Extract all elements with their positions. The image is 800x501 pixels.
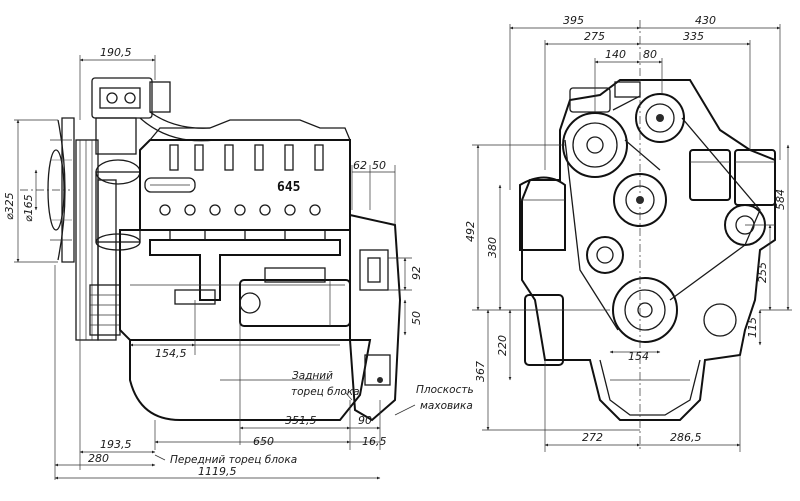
dim-255: 255: [756, 262, 769, 283]
dim-115: 115: [746, 317, 759, 338]
dim-dia-325: ⌀325: [3, 192, 16, 220]
oil-filter: [519, 176, 566, 366]
engine-block: 645: [119, 119, 402, 422]
label-rear-face-2: торец блока: [291, 386, 360, 398]
label-flywheel-1: Плоскость: [416, 384, 474, 396]
dim-90: 90: [358, 414, 372, 427]
dim-1119-5: 1119,5: [198, 465, 237, 478]
dim-220: 220: [496, 335, 509, 356]
dim-395: 395: [563, 14, 584, 27]
front-dims: 395 430 275 335 140 80 492 380: [464, 14, 792, 452]
fuel-filters: [689, 149, 776, 206]
dim-272: 272: [582, 431, 603, 444]
dim-367: 367: [474, 361, 487, 382]
dim-50-right: 50: [410, 311, 423, 325]
dim-dia-165: ⌀165: [22, 194, 35, 222]
dim-16-5: 16,5: [362, 435, 387, 448]
dim-154-5: 154,5: [155, 347, 187, 360]
engine-code: 645: [277, 180, 300, 195]
label-front-face: Передний торец блока: [170, 454, 297, 466]
dim-50-top: 50: [372, 159, 386, 172]
dim-80: 80: [643, 48, 657, 61]
dim-492: 492: [464, 221, 477, 242]
dim-275: 275: [584, 30, 605, 43]
dim-193-5: 193,5: [100, 438, 132, 451]
dim-286-5: 286,5: [670, 431, 702, 444]
top-front-units: [91, 77, 216, 251]
fan: [47, 117, 75, 263]
front-view: 395 430 275 335 140 80 492 380: [464, 14, 792, 452]
dim-62: 62: [353, 159, 367, 172]
front-center-pulleys: [586, 173, 766, 343]
dim-584: 584: [774, 189, 787, 210]
dim-190-5: 190,5: [100, 46, 132, 59]
dim-140: 140: [605, 48, 626, 61]
front-top-pulleys: [562, 81, 685, 178]
dim-380: 380: [486, 237, 499, 258]
dim-280: 280: [88, 452, 109, 465]
dim-430: 430: [695, 14, 716, 27]
dim-92: 92: [410, 266, 423, 280]
dim-351-5: 351,5: [285, 414, 317, 427]
side-view: 645: [3, 46, 474, 480]
side-dims: 190,5 ⌀325 ⌀165 62 50 92 50: [3, 46, 474, 480]
dim-335: 335: [683, 30, 704, 43]
dim-650: 650: [253, 435, 274, 448]
label-rear-face-1: Задний: [292, 370, 333, 382]
label-flywheel-2: маховика: [420, 400, 473, 412]
front-pulleys: [75, 139, 121, 341]
dim-154: 154: [628, 350, 649, 363]
